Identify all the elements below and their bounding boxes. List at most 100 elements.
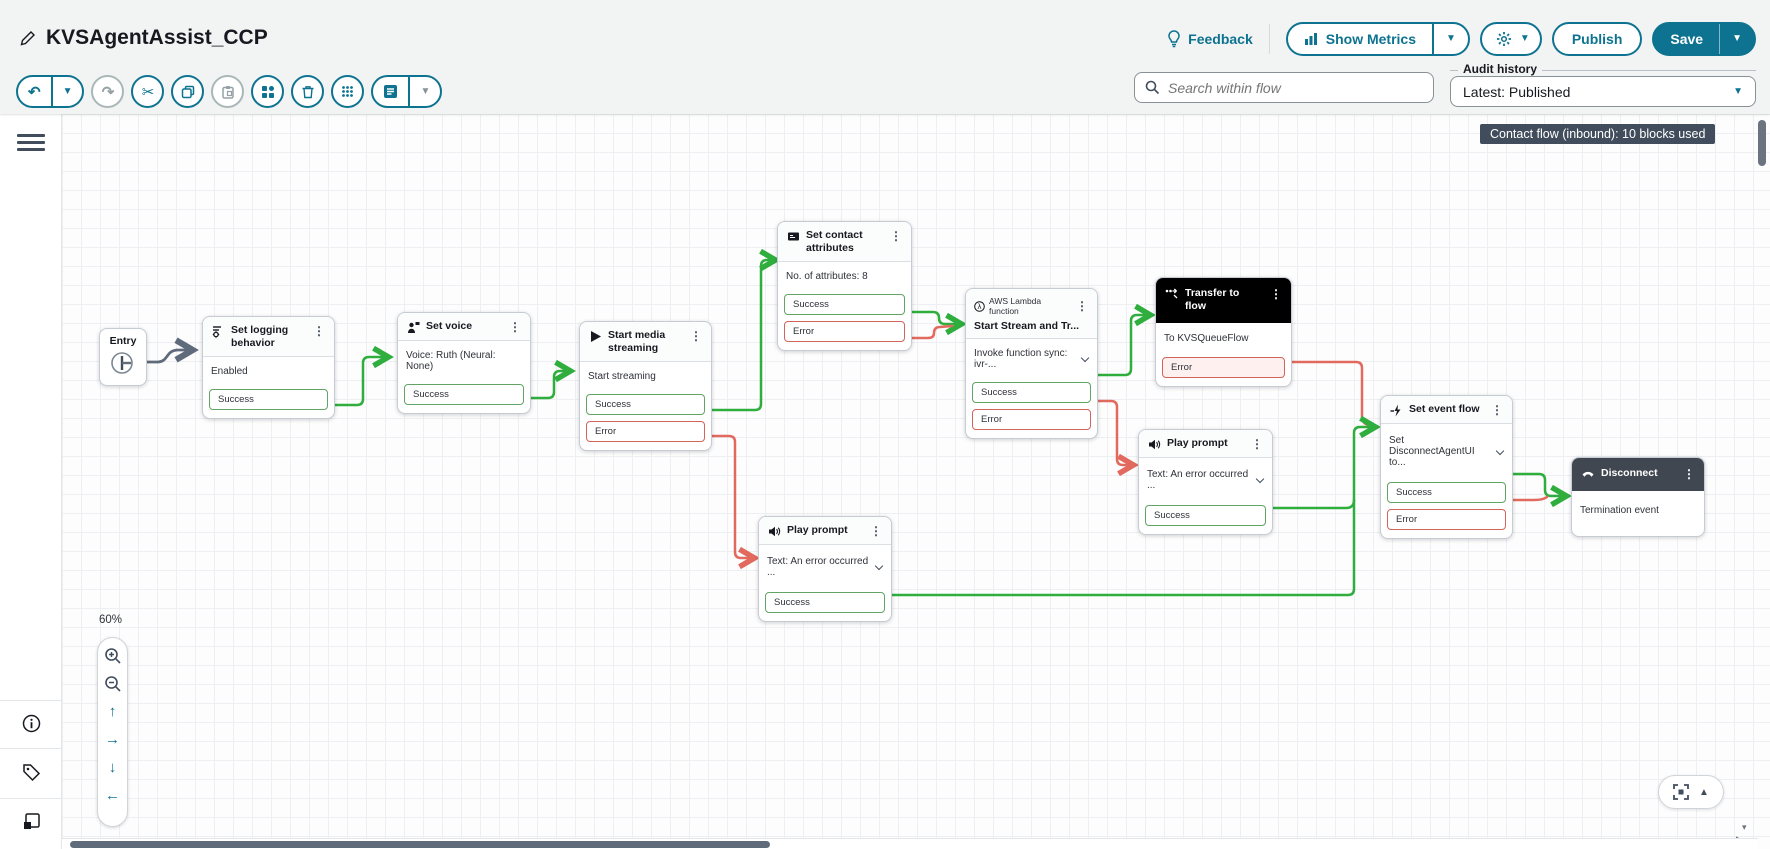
delete-button[interactable] bbox=[291, 75, 325, 108]
fit-to-screen-button[interactable] bbox=[1673, 784, 1689, 800]
block-menu-icon[interactable]: ⋮ bbox=[509, 320, 521, 334]
output-success[interactable]: Success bbox=[209, 389, 328, 411]
paste-button[interactable] bbox=[211, 75, 245, 108]
trash-icon bbox=[301, 85, 315, 99]
block-play-prompt-1[interactable]: Play prompt ⋮ Text: An error occurred ..… bbox=[1138, 429, 1273, 535]
save-dropdown[interactable]: ▼ bbox=[1719, 24, 1754, 54]
chevron-down-icon[interactable]: ▼ bbox=[1519, 33, 1530, 44]
save-button[interactable]: Save bbox=[1654, 24, 1719, 54]
block-set-contact-attributes[interactable]: Set contact attributes ⋮ No. of attribut… bbox=[777, 221, 912, 352]
output-success[interactable]: Success bbox=[586, 394, 705, 416]
output-success[interactable]: Success bbox=[972, 382, 1091, 403]
pan-right-button[interactable]: → bbox=[105, 731, 120, 748]
lambda-icon: λ bbox=[974, 300, 985, 312]
pan-down-button[interactable]: ↓ bbox=[108, 759, 117, 776]
pan-up-button[interactable]: ↑ bbox=[108, 703, 117, 720]
entry-port-icon[interactable] bbox=[109, 350, 137, 378]
search-input[interactable] bbox=[1168, 79, 1423, 96]
horizontal-scrollbar[interactable] bbox=[62, 838, 1758, 849]
module-button[interactable] bbox=[17, 807, 45, 835]
publish-button[interactable]: Publish bbox=[1551, 22, 1643, 56]
audit-history-select[interactable]: Latest: Published ▼ bbox=[1450, 76, 1756, 107]
chevron-down-icon[interactable] bbox=[875, 563, 883, 571]
title-row: KVSAgentAssist_CCP bbox=[20, 26, 268, 50]
chevron-down-icon[interactable] bbox=[1496, 448, 1504, 456]
output-error[interactable]: Error bbox=[972, 409, 1091, 430]
reorder-button[interactable] bbox=[331, 75, 365, 108]
block-play-prompt-2[interactable]: Play prompt ⋮ Text: An error occurred ..… bbox=[758, 516, 892, 622]
publish-label: Publish bbox=[1571, 31, 1623, 47]
copy-button[interactable] bbox=[171, 75, 205, 108]
block-body: Set DisconnectAgentUI to... bbox=[1381, 424, 1512, 479]
pan-left-button[interactable]: ← bbox=[105, 787, 120, 804]
block-menu-icon[interactable]: ⋮ bbox=[1270, 287, 1282, 301]
chevron-down-icon: ▼ bbox=[62, 85, 73, 97]
block-menu-icon[interactable]: ⋮ bbox=[1491, 403, 1503, 417]
tags-button[interactable] bbox=[17, 758, 45, 786]
block-start-media-streaming[interactable]: Start media streaming ⋮ Start streaming … bbox=[579, 321, 712, 452]
output-success[interactable]: Success bbox=[1145, 505, 1266, 526]
horizontal-scrollbar-thumb[interactable] bbox=[70, 841, 770, 848]
chevron-down-icon: ▼ bbox=[1733, 85, 1743, 97]
undo-button[interactable]: ↶ bbox=[18, 77, 51, 106]
flow-canvas[interactable]: Contact flow (inbound): 10 blocks used E… bbox=[62, 114, 1770, 849]
scroll-down-arrow[interactable]: ▾ bbox=[1742, 822, 1747, 832]
chevron-down-icon[interactable] bbox=[1256, 476, 1264, 484]
audit-divider bbox=[1450, 70, 1756, 71]
block-header: Start media streaming ⋮ bbox=[580, 322, 711, 363]
output-success[interactable]: Success bbox=[765, 592, 885, 613]
output-success[interactable]: Success bbox=[784, 294, 905, 316]
block-menu-icon[interactable]: ⋮ bbox=[1251, 437, 1263, 451]
zoom-out-button[interactable] bbox=[103, 674, 123, 693]
block-set-event-flow[interactable]: Set event flow ⋮ Set DisconnectAgentUI t… bbox=[1380, 395, 1513, 539]
block-set-logging-behavior[interactable]: Set logging behavior ⋮ Enabled Success bbox=[202, 316, 335, 420]
blocks-menu-button[interactable] bbox=[17, 134, 45, 156]
feedback-link[interactable]: Feedback bbox=[1166, 30, 1253, 48]
set-voice-icon bbox=[406, 321, 420, 334]
scissors-icon: ✂ bbox=[141, 83, 155, 101]
output-error[interactable]: Error bbox=[1387, 509, 1506, 530]
block-title: Start media streaming bbox=[608, 329, 666, 355]
chevron-down-icon[interactable] bbox=[1081, 355, 1089, 363]
show-metrics-button[interactable]: Show Metrics bbox=[1288, 24, 1432, 54]
block-entry[interactable]: Entry bbox=[99, 328, 147, 386]
info-icon bbox=[22, 714, 41, 733]
settings-split-button: ▼ bbox=[1479, 22, 1542, 56]
edit-title-icon[interactable] bbox=[20, 30, 36, 46]
redo-button[interactable]: ↷ bbox=[91, 75, 125, 108]
collapse-icon[interactable]: ▲ bbox=[1699, 786, 1709, 798]
show-metrics-dropdown[interactable]: ▼ bbox=[1432, 24, 1468, 54]
show-metrics-label: Show Metrics bbox=[1325, 31, 1417, 47]
output-error[interactable]: Error bbox=[586, 421, 705, 443]
block-menu-icon[interactable]: ⋮ bbox=[890, 229, 902, 243]
block-disconnect[interactable]: Disconnect ⋮ Termination event bbox=[1571, 457, 1705, 537]
notes-dropdown[interactable]: ▼ bbox=[408, 77, 440, 106]
output-success[interactable]: Success bbox=[404, 384, 524, 405]
module-icon bbox=[22, 812, 41, 831]
notes-button[interactable] bbox=[373, 77, 408, 106]
block-menu-icon[interactable]: ⋮ bbox=[1683, 467, 1695, 481]
output-error[interactable]: Error bbox=[1162, 357, 1285, 379]
block-aws-lambda-function[interactable]: λ AWS Lambda function ⋮ Start Stream and… bbox=[965, 288, 1098, 439]
block-menu-icon[interactable]: ⋮ bbox=[870, 524, 882, 538]
block-menu-icon[interactable]: ⋮ bbox=[1076, 299, 1088, 313]
block-menu-icon[interactable]: ⋮ bbox=[690, 329, 702, 343]
block-transfer-to-flow[interactable]: Transfer to flow ⋮ To KVSQueueFlow Error bbox=[1155, 277, 1292, 388]
redo-icon: ↷ bbox=[101, 83, 115, 101]
output-success[interactable]: Success bbox=[1387, 482, 1506, 503]
block-title: Entry bbox=[109, 335, 137, 347]
block-menu-icon[interactable]: ⋮ bbox=[313, 324, 325, 338]
output-error[interactable]: Error bbox=[784, 321, 905, 343]
group-blocks-button[interactable] bbox=[251, 75, 285, 108]
undo-dropdown[interactable]: ▼ bbox=[50, 77, 83, 106]
settings-button[interactable]: ▼ bbox=[1482, 24, 1540, 54]
block-set-voice[interactable]: Set voice ⋮ Voice: Ruth (Neural: None) S… bbox=[397, 312, 531, 414]
zoom-in-button[interactable] bbox=[103, 646, 123, 665]
block-header: Play prompt ⋮ bbox=[759, 517, 891, 545]
block-body: Invoke function sync: ivr-... bbox=[966, 339, 1097, 379]
block-title: Play prompt bbox=[1167, 437, 1228, 449]
vertical-scrollbar-thumb[interactable] bbox=[1758, 120, 1766, 166]
info-button[interactable] bbox=[17, 709, 45, 737]
block-header: Set event flow ⋮ bbox=[1381, 396, 1512, 424]
cut-button[interactable]: ✂ bbox=[131, 75, 165, 108]
